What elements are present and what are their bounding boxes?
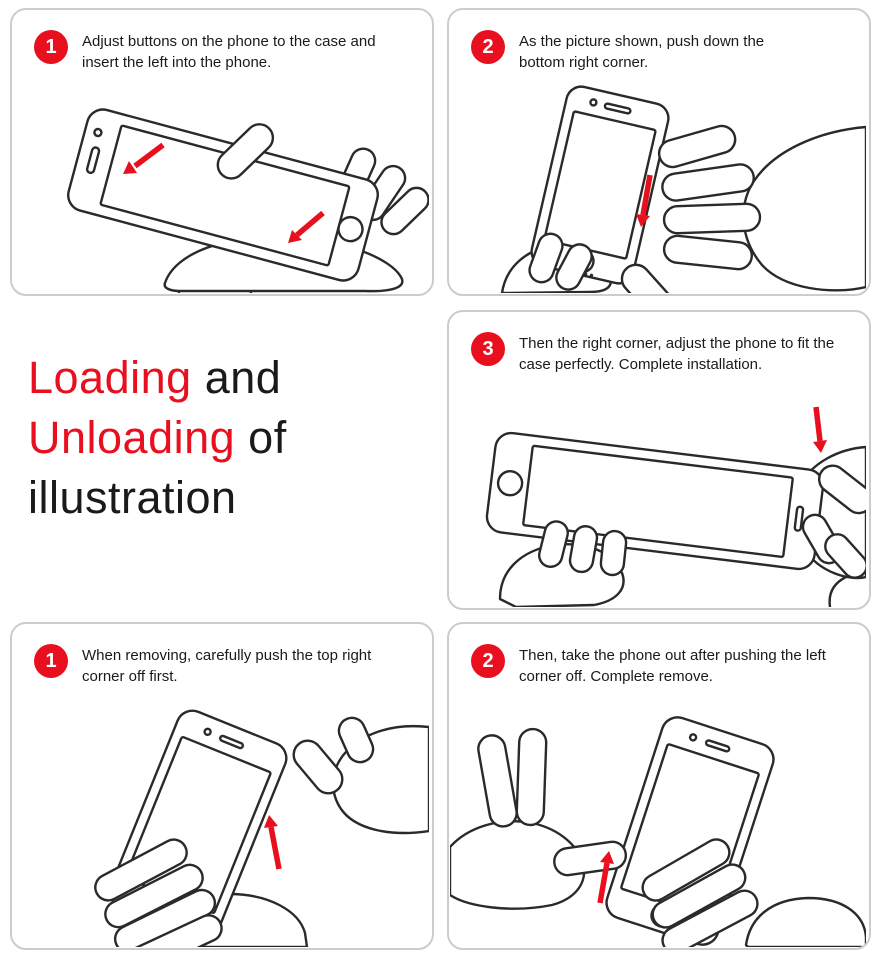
panel-header: 2 As the picture shown, push down the bo… — [449, 10, 869, 74]
title-word-illustration: illustration — [28, 472, 237, 523]
panel-header: 1 When removing, carefully push the top … — [12, 624, 432, 688]
pushing-thumb — [292, 739, 344, 795]
step-text: Adjust buttons on the phone to the case … — [82, 33, 376, 72]
push-corner-arrow-icon — [813, 406, 827, 453]
step-badge: 2 — [471, 644, 505, 678]
illustration-take-phone-out-icon — [450, 716, 866, 947]
panel-header: 1 Adjust buttons on the phone to the cas… — [12, 10, 432, 74]
bottom-holding-hand-palm — [744, 896, 866, 947]
thumb — [216, 123, 275, 180]
panel-remove-step-2: 2 Then, take the phone out after pushing… — [447, 622, 871, 950]
panel-install-step-1: 1 Adjust buttons on the phone to the cas… — [10, 8, 434, 296]
thumb — [817, 464, 866, 515]
push-up-arrow-icon — [597, 851, 614, 904]
wrapping-fingers — [94, 838, 223, 947]
speaker-slot-icon — [704, 739, 731, 753]
insert-arrow-bottom-icon — [288, 210, 325, 243]
illustration-push-top-right-off-icon — [94, 709, 429, 947]
step-badge: 1 — [34, 644, 68, 678]
speaker-slot-icon — [85, 146, 101, 175]
push-up-arrow-icon — [264, 815, 282, 870]
pushing-hand — [450, 727, 628, 910]
camera-dot-icon — [93, 127, 103, 138]
step-badge: 1 — [34, 30, 68, 64]
panel-install-step-3: 3 Then the right corner, adjust the phon… — [447, 310, 871, 610]
step-badge: 3 — [471, 332, 505, 366]
title-line-3: illustration — [28, 468, 287, 528]
title-word-of: of — [248, 412, 287, 463]
pushing-hand-palm — [331, 716, 429, 835]
panel-header: 3 Then the right corner, adjust the phon… — [449, 312, 869, 376]
title-word-loading: Loading — [28, 352, 192, 403]
step-badge: 2 — [471, 30, 505, 64]
insert-arrow-top-icon — [123, 142, 165, 174]
step-text: When removing, carefully push the top ri… — [82, 647, 372, 686]
illustration-fit-right-corner-icon — [485, 406, 866, 607]
title-line-2: Unloading of — [28, 408, 287, 468]
right-hand-fingers — [801, 464, 866, 579]
right-hand-palm — [742, 125, 866, 292]
title-word-and: and — [204, 352, 282, 403]
speaker-slot-icon — [603, 102, 632, 115]
camera-dot-icon — [688, 733, 698, 742]
panel-remove-step-1: 1 When removing, carefully push the top … — [10, 622, 434, 950]
wrapping-fingers — [641, 838, 759, 947]
speaker-slot-icon — [793, 505, 805, 532]
illustration-insert-left-icon — [67, 108, 429, 293]
panel-header: 2 Then, take the phone out after pushing… — [449, 624, 869, 688]
push-down-arrow-icon — [636, 174, 653, 227]
panel-install-step-2: 2 As the picture shown, push down the bo… — [447, 8, 871, 296]
home-button-icon — [337, 215, 364, 243]
camera-dot-icon — [589, 98, 598, 107]
step-text: Then the right corner, adjust the phone … — [519, 335, 835, 374]
step-text: As the picture shown, push down the bott… — [519, 33, 765, 72]
title-word-unloading: Unloading — [28, 412, 236, 463]
gripping-fingers — [528, 124, 762, 293]
home-button-icon — [496, 470, 524, 497]
step-text: Then, take the phone out after pushing t… — [519, 647, 826, 686]
speaker-slot-icon — [219, 734, 245, 750]
title-line-1: Loading and — [28, 348, 287, 408]
thumb — [620, 263, 672, 293]
camera-dot-icon — [203, 727, 212, 737]
page-title: Loading and Unloading of illustration — [28, 348, 287, 528]
illustration-push-bottom-right-icon — [500, 85, 866, 293]
fingertips-front — [538, 520, 628, 577]
